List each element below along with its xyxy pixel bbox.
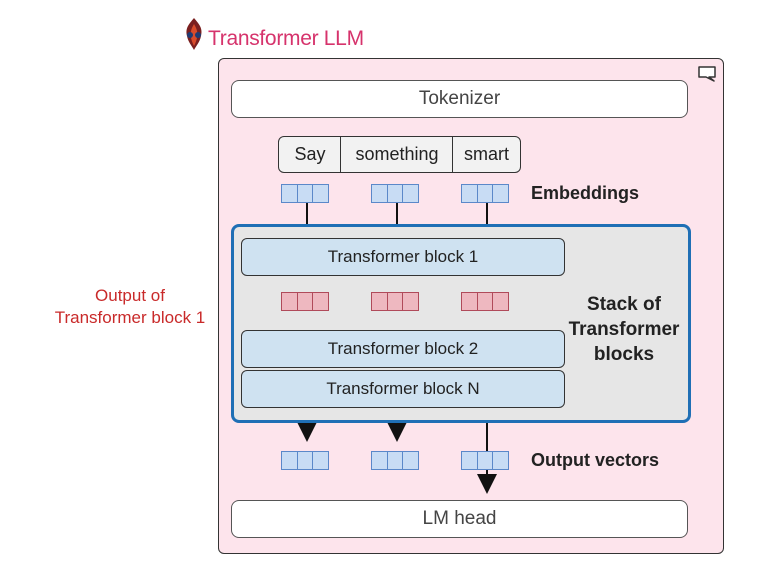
embedding-vector-2	[371, 184, 419, 203]
output-vector-2	[371, 451, 419, 470]
comment-icon[interactable]	[697, 65, 717, 83]
stack-label-line-1: Stack of	[587, 294, 661, 315]
intermediate-vector-3	[461, 292, 509, 311]
stack-label-line-2: Transformer	[568, 319, 680, 340]
transformer-logo-icon	[186, 18, 202, 50]
embeddings-label: Embeddings	[531, 183, 640, 203]
side-label-line-2: Transformer block 1	[54, 308, 206, 327]
stack-label: Stack of Transformer blocks	[565, 292, 683, 367]
output-vectors-label: Output vectors	[531, 450, 660, 470]
output-vector-1	[281, 451, 329, 470]
intermediate-vector-2	[371, 292, 419, 311]
lm-head-box: LM head	[231, 500, 688, 538]
output-of-block-1-label: Output of Transformer block 1	[30, 285, 230, 329]
side-label-line-1: Output of	[95, 286, 165, 305]
transformer-block-n: Transformer block N	[241, 370, 565, 408]
transformer-block-2: Transformer block 2	[241, 330, 565, 368]
diagram-title: Transformer LLM	[208, 27, 364, 50]
tokenizer-box: Tokenizer	[231, 80, 688, 118]
token-smart: smart	[452, 136, 521, 173]
token-say: Say	[278, 136, 342, 173]
intermediate-vector-1	[281, 292, 329, 311]
transformer-block-1: Transformer block 1	[241, 238, 565, 276]
token-something: something	[340, 136, 454, 173]
embedding-vector-3	[461, 184, 509, 203]
stack-label-line-3: blocks	[593, 344, 655, 365]
output-vector-3	[461, 451, 509, 470]
embedding-vector-1	[281, 184, 329, 203]
